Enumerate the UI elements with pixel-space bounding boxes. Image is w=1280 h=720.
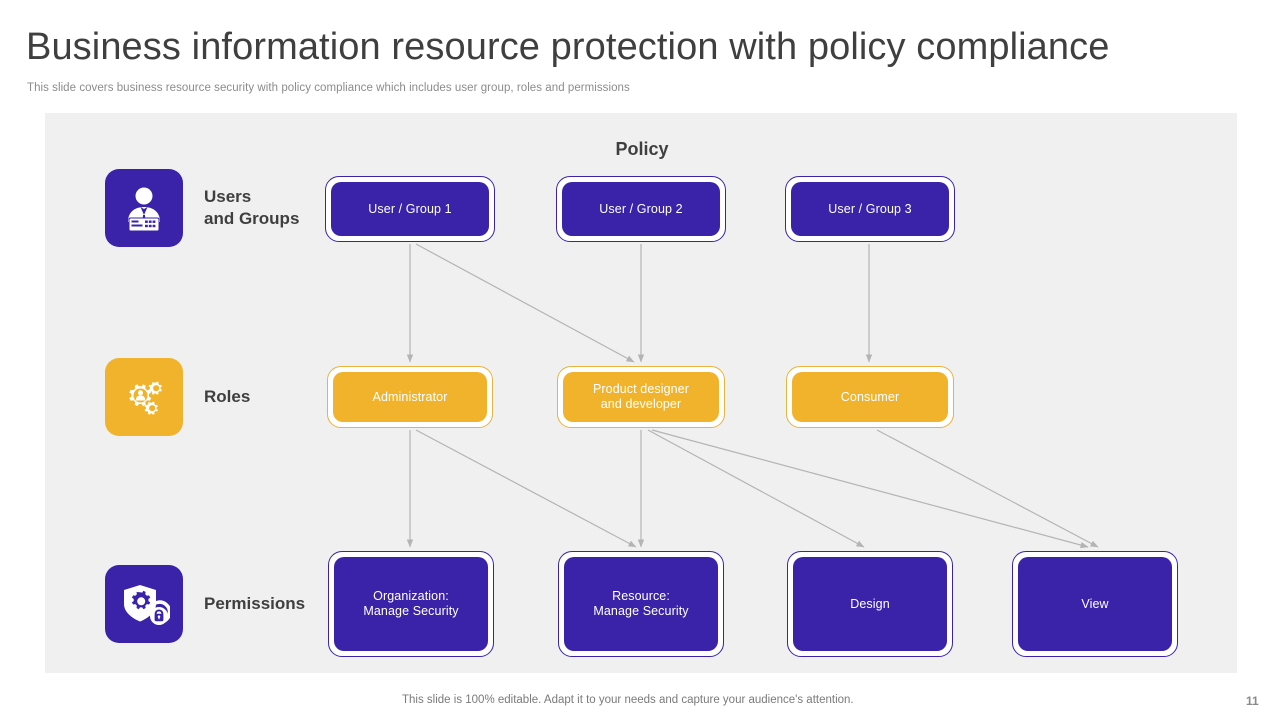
- node-role-administrator-label: Administrator: [333, 372, 487, 422]
- node-permission-resource[interactable]: Resource: Manage Security: [558, 551, 724, 657]
- node-user-group-1[interactable]: User / Group 1: [325, 176, 495, 242]
- node-role-administrator[interactable]: Administrator: [327, 366, 493, 428]
- node-permission-resource-line2: Manage Security: [593, 604, 689, 618]
- node-role-product-designer-label: Product designer and developer: [563, 372, 719, 422]
- node-user-group-1-label: User / Group 1: [331, 182, 489, 236]
- footer-note: This slide is 100% editable. Adapt it to…: [402, 694, 854, 706]
- node-role-consumer[interactable]: Consumer: [786, 366, 954, 428]
- policy-heading: Policy: [615, 139, 669, 159]
- node-permission-design-label: Design: [793, 557, 947, 651]
- node-user-group-2-label: User / Group 2: [562, 182, 720, 236]
- node-permission-view[interactable]: View: [1012, 551, 1178, 657]
- row-label-permissions: Permissions: [204, 593, 305, 615]
- node-role-product-designer-line1: Product designer: [592, 382, 690, 396]
- row-label-users-line1: Users: [204, 187, 252, 206]
- node-user-group-2[interactable]: User / Group 2: [556, 176, 726, 242]
- node-permission-organization-line1: Organization:: [373, 589, 449, 603]
- gears-user-icon: [105, 358, 183, 436]
- user-id-card-icon: [105, 169, 183, 247]
- row-label-permissions-line1: Permissions: [204, 594, 306, 613]
- node-permission-organization-label: Organization: Manage Security: [334, 557, 488, 651]
- node-role-product-designer[interactable]: Product designer and developer: [557, 366, 725, 428]
- shield-gear-lock-icon: [105, 565, 183, 643]
- page-number: 11: [1246, 694, 1259, 708]
- node-permission-view-label: View: [1018, 557, 1172, 651]
- node-user-group-3[interactable]: User / Group 3: [785, 176, 955, 242]
- node-permission-resource-line1: Resource:: [612, 589, 670, 603]
- row-label-roles-line1: Roles: [204, 387, 251, 406]
- row-label-roles: Roles: [204, 386, 250, 408]
- node-permission-organization[interactable]: Organization: Manage Security: [328, 551, 494, 657]
- page-subtitle: This slide covers business resource secu…: [27, 82, 630, 94]
- page-title: Business information resource protection…: [26, 26, 1110, 68]
- node-role-product-designer-line2: and developer: [600, 397, 682, 411]
- row-label-users-line2: and Groups: [204, 209, 300, 228]
- node-permission-organization-line2: Manage Security: [363, 604, 459, 618]
- row-label-users: Users and Groups: [204, 186, 299, 230]
- node-role-consumer-label: Consumer: [792, 372, 948, 422]
- node-permission-design[interactable]: Design: [787, 551, 953, 657]
- node-permission-resource-label: Resource: Manage Security: [564, 557, 718, 651]
- node-user-group-3-label: User / Group 3: [791, 182, 949, 236]
